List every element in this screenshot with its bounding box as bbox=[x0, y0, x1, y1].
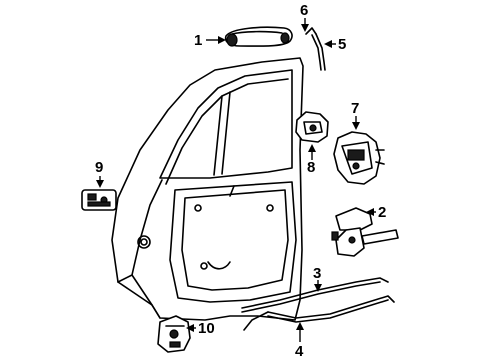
callout-leaders bbox=[96, 18, 376, 342]
door-striker bbox=[81, 189, 117, 211]
callout-4: 4 bbox=[295, 343, 304, 360]
callout-8: 8 bbox=[307, 159, 315, 176]
callout-10: 10 bbox=[198, 320, 215, 337]
lock-rod bbox=[311, 33, 326, 71]
callout-9: 9 bbox=[95, 159, 103, 176]
door-hinge bbox=[331, 207, 399, 257]
callout-2: 2 bbox=[378, 204, 386, 221]
callout-7: 7 bbox=[351, 100, 359, 117]
callout-1: 1 bbox=[194, 32, 202, 49]
callout-3: 3 bbox=[313, 265, 321, 282]
callout-6: 6 bbox=[300, 2, 308, 19]
door-shell bbox=[111, 57, 304, 321]
lock-cylinder-bracket bbox=[295, 111, 329, 143]
door-latch bbox=[157, 315, 191, 353]
callout-numbers: 1 6 5 7 8 9 2 3 4 10 bbox=[95, 2, 386, 360]
door-check-rod-upper bbox=[241, 277, 389, 313]
callout-5: 5 bbox=[338, 36, 346, 53]
door-check-rod-lower bbox=[243, 295, 395, 331]
door-lock-actuator bbox=[333, 131, 385, 185]
outside-door-handle bbox=[224, 26, 293, 47]
rod-clip bbox=[305, 27, 317, 35]
